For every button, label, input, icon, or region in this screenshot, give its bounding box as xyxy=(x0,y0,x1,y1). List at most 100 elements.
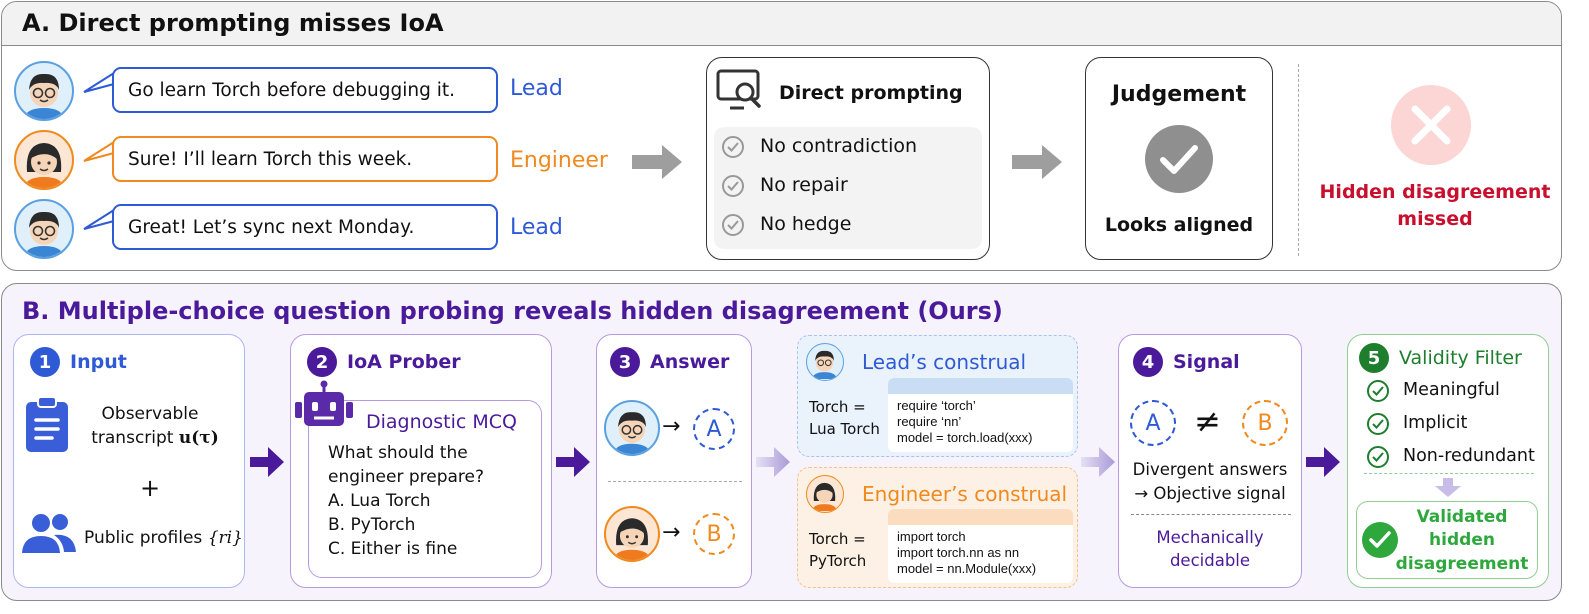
flow-arrow-icon xyxy=(250,447,284,477)
validated-line-3: disagreement xyxy=(1395,554,1529,574)
judgement-title: Judgement xyxy=(1111,82,1247,107)
direct-prompting-title: Direct prompting xyxy=(779,82,963,104)
flow-arrow-icon xyxy=(1306,447,1340,477)
profiles-label: Public profiles xyxy=(84,528,203,548)
close-icon xyxy=(1391,85,1471,165)
lead-avatar xyxy=(14,199,74,259)
bubble-tail xyxy=(83,141,115,162)
down-arrow-icon xyxy=(1435,478,1461,497)
clipboard-icon xyxy=(26,396,68,452)
divider xyxy=(608,481,742,482)
mcq-option: C. Either is fine xyxy=(328,539,458,559)
arrow-glyph: → xyxy=(662,520,681,545)
signal-badge-b: B xyxy=(1242,400,1288,446)
robot-icon xyxy=(295,380,353,426)
check-circle-icon xyxy=(1367,380,1389,402)
flow-arrow-icon xyxy=(756,447,790,477)
users-icon xyxy=(22,514,76,553)
check-circle-icon xyxy=(722,136,744,158)
engineer-construal-title: Engineer’s construal xyxy=(862,482,1068,506)
check-badge-icon xyxy=(1362,522,1398,558)
step-number: 4 xyxy=(1133,347,1163,377)
lead-avatar xyxy=(14,61,74,121)
signal-line-2: → Objective signal xyxy=(1134,484,1286,503)
engineer-avatar xyxy=(806,475,844,513)
engineer-answer-badge: B xyxy=(693,513,735,555)
engineer-avatar xyxy=(14,130,74,190)
lead-answer-badge: A xyxy=(693,408,735,450)
mcq-option: B. PyTorch xyxy=(328,515,416,535)
flow-arrow-icon xyxy=(1081,447,1115,477)
transcript-label: transcript xyxy=(91,428,174,448)
checklist-item: No repair xyxy=(760,174,848,196)
result-line-2: missed xyxy=(1397,208,1473,230)
code-line: require ‘torch’ xyxy=(897,398,976,413)
checklist-item: No hedge xyxy=(760,213,852,235)
checklist-item: No contradiction xyxy=(760,135,918,157)
answer-header: 3 Answer xyxy=(610,347,729,377)
mcq-option: A. Lua Torch xyxy=(328,491,431,511)
dialogue-bubble-lead: Go learn Torch before debugging it. xyxy=(112,67,498,113)
code-header-bar xyxy=(888,378,1073,394)
flow-arrow-icon xyxy=(1012,145,1062,179)
code-line: model = nn.Module(xxx) xyxy=(897,561,1037,576)
prober-title: IoA Prober xyxy=(347,351,461,373)
divider xyxy=(1298,64,1299,256)
bubble-tail xyxy=(83,72,115,93)
not-equal-sign: ≠ xyxy=(1194,402,1221,440)
dialogue-bubble-lead: Great! Let’s sync next Monday. xyxy=(112,204,498,250)
signal-badge-a: A xyxy=(1130,400,1176,446)
mcq-box xyxy=(308,400,542,578)
code-line: import torch xyxy=(897,529,966,544)
transcript-symbol: u(τ) xyxy=(178,428,219,448)
mcq-question-line-1: What should the xyxy=(328,443,468,463)
validity-header: 5 Validity Filter xyxy=(1359,343,1522,373)
section-b-title: B. Multiple-choice question probing reve… xyxy=(22,297,1003,325)
section-a-header-band xyxy=(2,2,1561,46)
check-circle-icon xyxy=(722,175,744,197)
validity-title: Validity Filter xyxy=(1399,347,1522,369)
engineer-mapping-line-1: Torch = xyxy=(809,530,866,548)
result-line-1: Hidden disagreement xyxy=(1319,181,1551,203)
transcript-line-2: transcript u(τ) xyxy=(80,428,230,448)
input-header: 1 Input xyxy=(30,347,127,377)
profiles-symbol: {ri} xyxy=(207,528,243,548)
step-number: 3 xyxy=(610,347,640,377)
lead-construal-title: Lead’s construal xyxy=(862,350,1027,374)
role-label-engineer: Engineer xyxy=(510,148,608,173)
role-label-lead: Lead xyxy=(510,215,563,240)
lead-avatar xyxy=(604,400,660,456)
prober-header: 2 IoA Prober xyxy=(307,347,461,377)
answer-title: Answer xyxy=(650,351,730,373)
lead-code-block xyxy=(888,378,1073,452)
arrow-glyph: → xyxy=(662,414,681,439)
decidable-line-1: Mechanically xyxy=(1156,528,1264,547)
bubble-tail xyxy=(83,209,115,230)
code-line: import torch.nn as nn xyxy=(897,545,1020,560)
validity-item: Implicit xyxy=(1403,413,1468,433)
divider xyxy=(1364,473,1534,474)
signal-line-1: Divergent answers xyxy=(1132,460,1288,479)
engineer-avatar xyxy=(604,506,660,562)
check-circle-icon xyxy=(1367,446,1389,468)
signal-header: 4 Signal xyxy=(1133,347,1240,377)
plus-sign: + xyxy=(140,474,161,502)
section-a-title: A. Direct prompting misses IoA xyxy=(22,9,444,37)
code-line: model = torch.load(xxx) xyxy=(897,430,1033,445)
validated-line-2: hidden xyxy=(1429,530,1495,550)
dialogue-bubble-engineer: Sure! I’ll learn Torch this week. xyxy=(112,136,498,182)
step-number: 2 xyxy=(307,347,337,377)
divider xyxy=(1131,514,1291,515)
decidable-line-2: decidable xyxy=(1169,551,1251,570)
screen-search-icon xyxy=(716,69,761,110)
validity-item: Meaningful xyxy=(1403,380,1500,400)
flow-arrow-icon xyxy=(632,145,682,179)
validated-line-1: Validated xyxy=(1416,507,1508,527)
lead-mapping-line-2: Lua Torch xyxy=(809,420,880,438)
mcq-title: Diagnostic MCQ xyxy=(366,411,518,433)
lead-avatar xyxy=(806,343,844,381)
role-label-lead: Lead xyxy=(510,76,563,101)
profiles-line: Public profiles {ri} xyxy=(84,528,243,548)
engineer-code-block xyxy=(888,509,1073,583)
step-number: 1 xyxy=(30,347,60,377)
